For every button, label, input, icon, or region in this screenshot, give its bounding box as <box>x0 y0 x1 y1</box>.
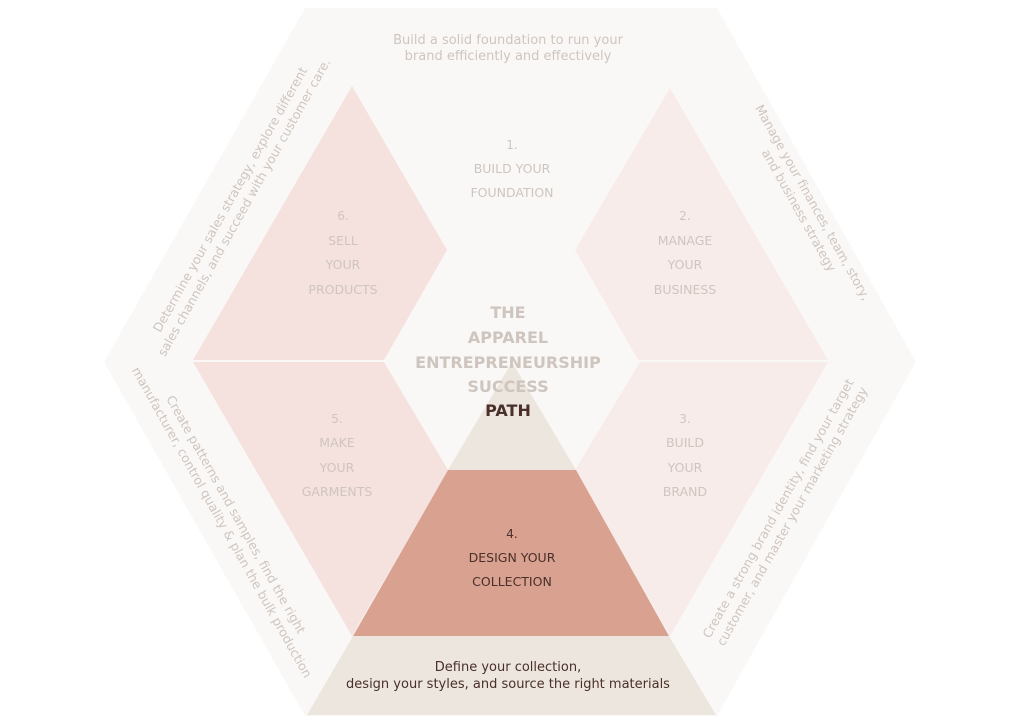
segment-2-diamond <box>575 88 828 360</box>
segment-6-line2: YOUR <box>325 257 361 272</box>
segment-5-number: 5. <box>331 412 342 426</box>
center-title-line4: SUCCESS <box>467 377 548 396</box>
top-caption-line1: Build a solid foundation to run your <box>393 33 623 48</box>
segment-4-line2: COLLECTION <box>472 574 552 589</box>
segment-5-line1: MAKE <box>319 435 355 450</box>
segment-4-line1: DESIGN YOUR <box>469 550 556 565</box>
segment-1-line1: BUILD YOUR <box>474 161 551 176</box>
segment-4-number: 4. <box>506 527 517 541</box>
bottom-caption-line1: Define your collection, <box>435 660 581 675</box>
center-triangle-top <box>448 362 576 470</box>
segment-5-line2: YOUR <box>319 460 355 475</box>
center-title-line2: APPAREL <box>468 328 548 347</box>
segment-1-line2: FOUNDATION <box>470 185 553 200</box>
center-title-line1: THE <box>490 303 525 322</box>
segment-2-number: 2. <box>679 209 690 223</box>
segment-4-band <box>353 470 669 636</box>
segment-5-line3: GARMENTS <box>302 484 373 499</box>
segment-6-line1: SELL <box>328 233 358 248</box>
segment-2-line2: YOUR <box>667 257 703 272</box>
segment-6-diamond <box>193 86 447 360</box>
segment-3-diamond <box>575 362 828 636</box>
segment-5-diamond <box>193 362 448 636</box>
segment-2-line3: BUSINESS <box>654 282 717 297</box>
segment-2-line1: MANAGE <box>658 233 713 248</box>
center-title-line3: ENTREPRENEURSHIP <box>415 353 601 372</box>
segment-3-number: 3. <box>679 412 690 426</box>
segment-6-number: 6. <box>337 209 348 223</box>
center-title-line5: PATH <box>485 401 531 420</box>
segment-6-line3: PRODUCTS <box>308 282 377 297</box>
top-caption-line2: brand efficiently and effectively <box>405 49 612 64</box>
segment-1-number: 1. <box>506 138 517 152</box>
bottom-caption-line2: design your styles, and source the right… <box>346 677 670 692</box>
segment-3-line1: BUILD <box>666 435 704 450</box>
bottom-band <box>307 636 716 715</box>
segment-3-line2: YOUR <box>667 460 703 475</box>
segment-3-line3: BRAND <box>663 484 707 499</box>
